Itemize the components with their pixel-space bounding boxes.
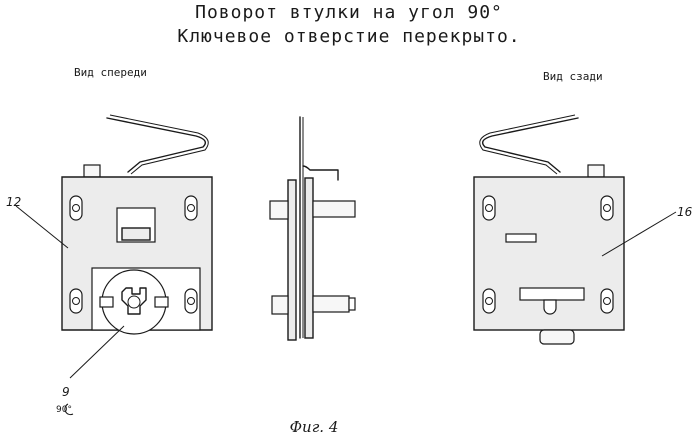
front-slot-hole-tr <box>185 196 197 220</box>
side-plate-back <box>288 180 296 340</box>
back-top-tab <box>588 165 604 177</box>
back-view: 16 <box>474 115 693 344</box>
back-lower-slot <box>520 288 584 300</box>
back-key-notch <box>544 300 556 314</box>
leader-12 <box>16 206 68 248</box>
side-view <box>270 117 355 340</box>
side-latch-left <box>270 201 288 219</box>
front-slot-hole-bl <box>70 289 82 313</box>
label-12: 12 <box>6 195 21 209</box>
side-bushing-cap <box>349 298 355 310</box>
front-slot-hole-br <box>185 289 197 313</box>
side-bushing-right <box>313 296 349 312</box>
label-16: 16 <box>677 205 693 219</box>
title-line-2: Ключевое отверстие перекрыто. <box>177 26 520 47</box>
back-slot-hole-tl <box>483 196 495 220</box>
bushing-right-lug <box>155 297 168 307</box>
leader-9 <box>70 326 124 378</box>
back-spring-wire <box>483 118 578 172</box>
back-view-label: Вид сзади <box>543 70 603 83</box>
side-latch-right <box>313 201 355 217</box>
front-view-label: Вид спереди <box>74 66 147 79</box>
front-spring-wire <box>107 118 205 172</box>
front-spring-wire-edge <box>110 115 208 174</box>
back-slot-hole-tr <box>601 196 613 220</box>
side-bushing-left <box>272 296 288 314</box>
figure-caption: Фиг. 4 <box>290 418 339 436</box>
rotation-label: 90° <box>56 405 72 415</box>
front-latch-bolt <box>122 228 150 240</box>
side-plate-front <box>305 178 313 338</box>
front-top-tab <box>84 165 100 177</box>
back-bottom-boss <box>540 330 574 344</box>
back-upper-slot <box>506 234 536 242</box>
front-view: 12 9 90° <box>6 115 212 415</box>
back-slot-hole-bl <box>483 289 495 313</box>
bushing-left-lug <box>100 297 113 307</box>
label-9: 9 <box>62 385 70 399</box>
back-slot-hole-br <box>601 289 613 313</box>
title-line-1: Поворот втулки на угол 90° <box>195 2 503 23</box>
back-spring-wire-edge <box>480 115 575 174</box>
front-slot-hole-tl <box>70 196 82 220</box>
